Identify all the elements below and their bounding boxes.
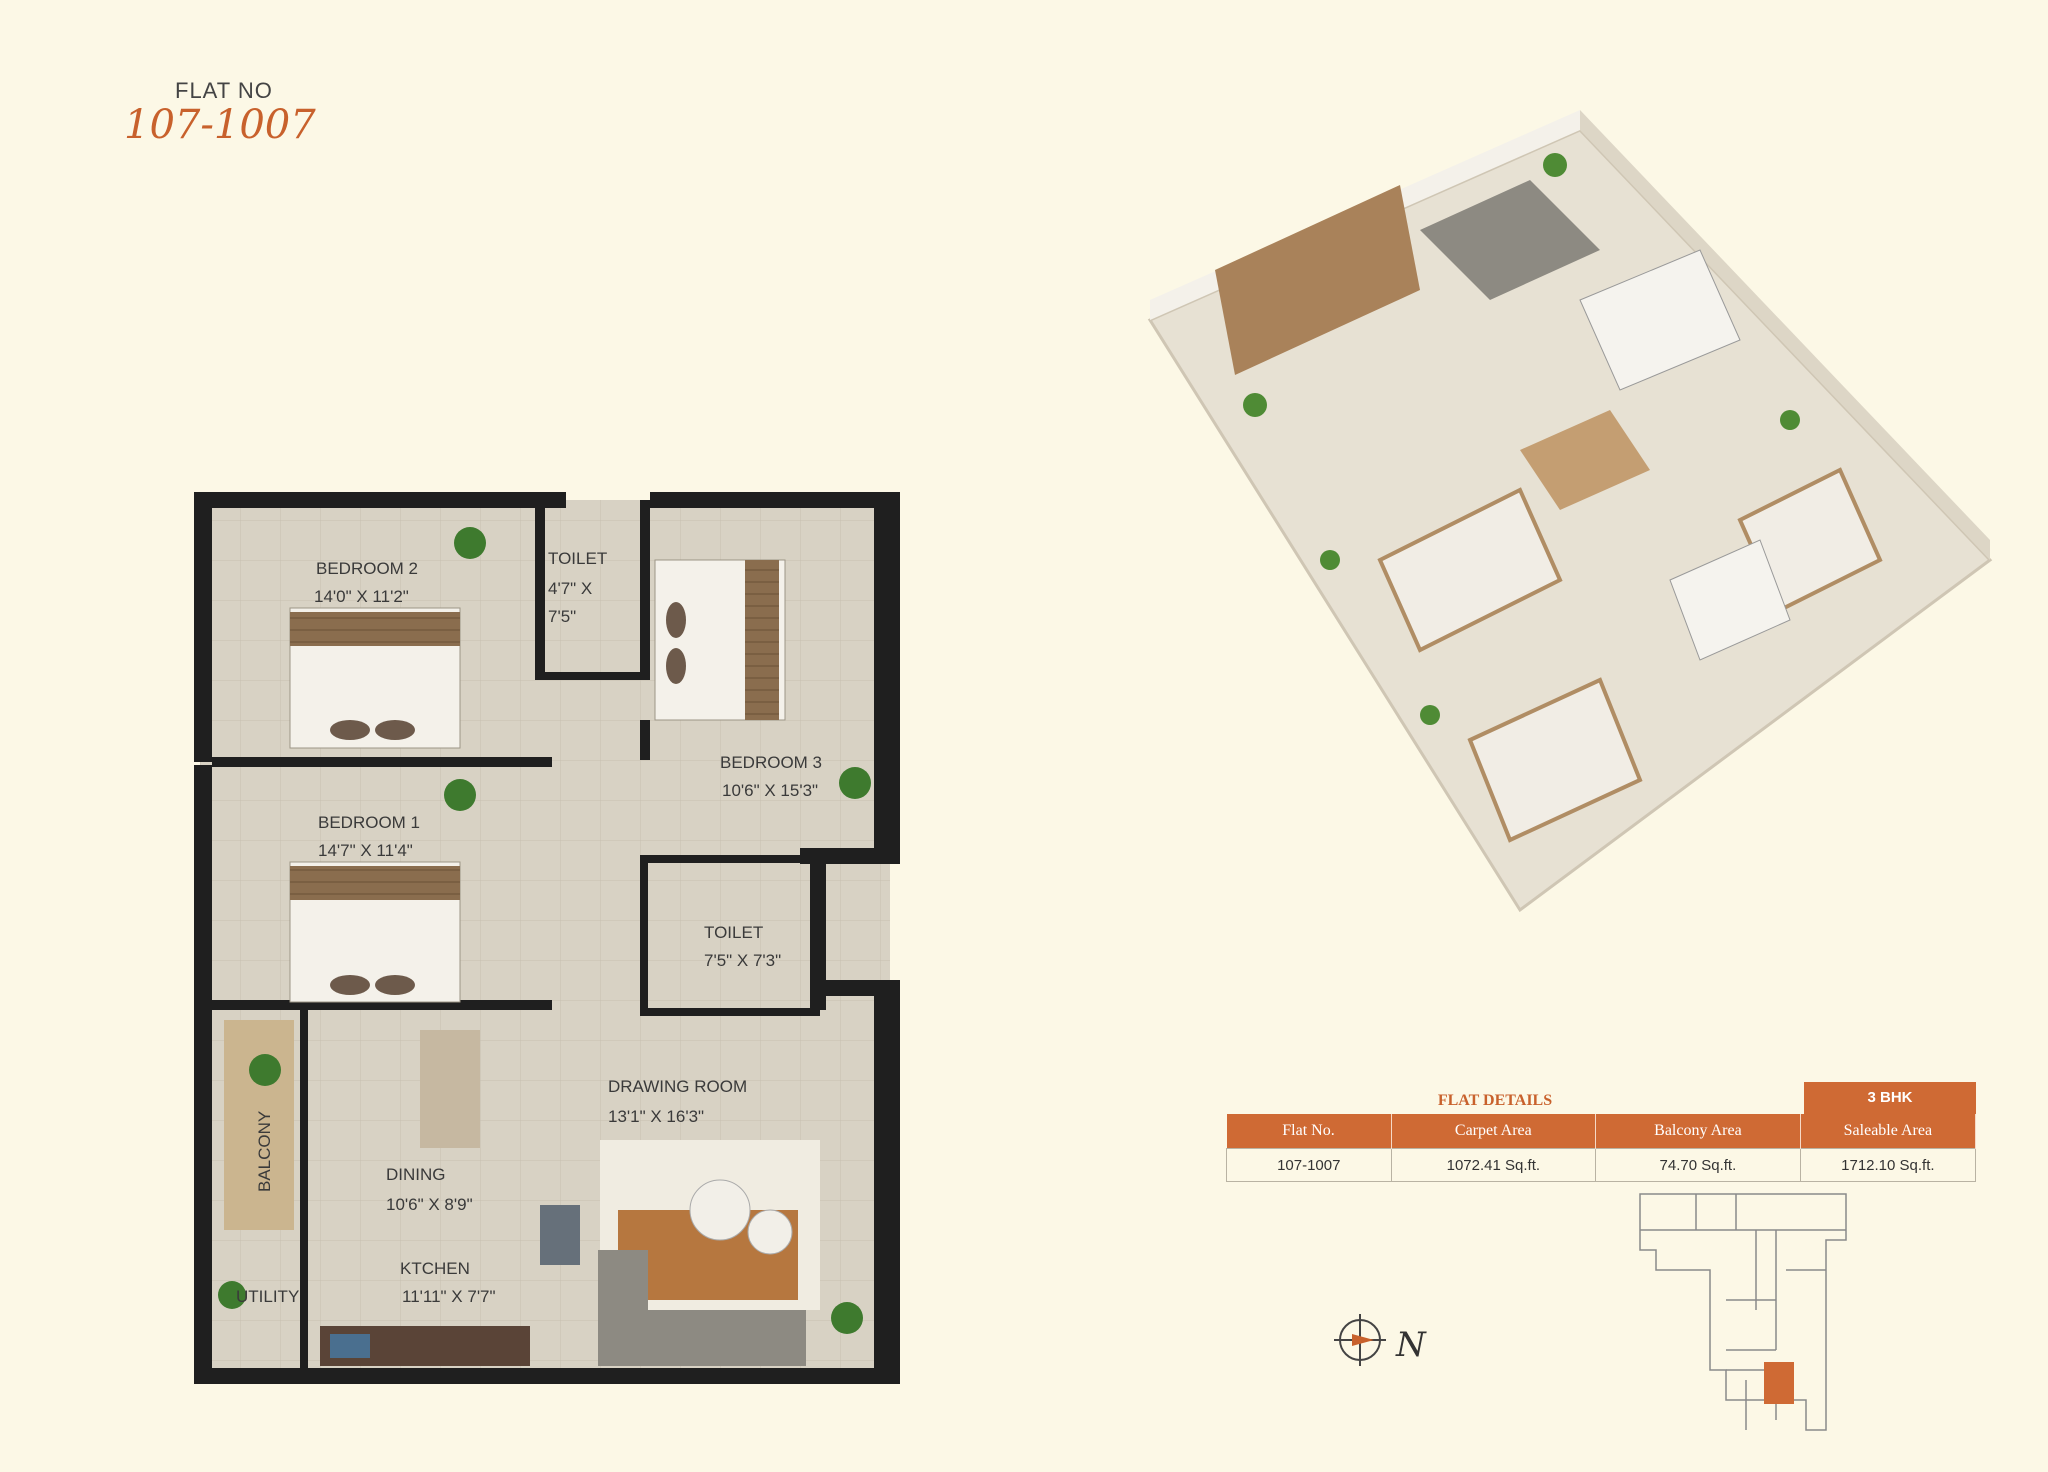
balcony-floor [224,1020,294,1230]
highlighted-unit [1764,1362,1794,1404]
iso-bed2 [1467,677,1643,843]
flat-details-table: Flat No. Carpet Area Balcony Area Saleab… [1226,1114,1977,1182]
room-label-kitchen: KTCHEN [400,1259,470,1278]
room-size-bedroom2: 14'0" X 11'2" [314,587,409,606]
room-labels: BEDROOM 2 14'0" X 11'2" TOILET 4'7" X 7'… [236,549,822,1306]
coffee-table [689,1179,751,1241]
bed-bedroom2 [289,607,461,749]
cell-balcony-area: 74.70 Sq.ft. [1595,1148,1801,1182]
walls [194,492,900,1384]
north-compass-icon: N [1334,1314,1427,1366]
cell-saleable-area: 1712.10 Sq.ft. [1799,1148,1977,1182]
room-label-dining: DINING [386,1165,446,1184]
iso-sofa [1420,180,1600,300]
header-carpet-area: Carpet Area [1391,1114,1597,1149]
iso-bed1 [1377,487,1563,653]
flat-number: 107-1007 [124,102,316,148]
flat-details-title: FLAT DETAILS [1437,1092,1553,1109]
room-size-toilet1-line2: 7'5" [548,607,576,626]
plant-icons [218,527,871,1334]
table-row: 107-1007 1072.41 Sq.ft. 74.70 Sq.ft. 171… [1226,1148,1977,1182]
room-label-bedroom3: BEDROOM 3 [720,753,822,772]
room-label-utility: UTILITY [236,1287,299,1306]
room-size-bedroom3: 10'6" X 15'3" [722,781,818,800]
key-plan [1639,1193,1847,1431]
room-label-drawing: DRAWING ROOM [608,1077,747,1096]
room-label-bedroom2: BEDROOM 2 [316,559,418,578]
iso-plant-icons [1243,153,1800,725]
iso-toilet [1579,249,1741,391]
cell-carpet-area: 1072.41 Sq.ft. [1390,1148,1597,1182]
table-header-row: Flat No. Carpet Area Balcony Area Saleab… [1226,1114,1977,1149]
header-flat-no: Flat No. [1226,1114,1392,1149]
room-size-bedroom1: 14'7" X 11'4" [318,841,413,860]
room-label-toilet1: TOILET [548,549,607,568]
header-balcony-area: Balcony Area [1595,1114,1801,1149]
room-size-toilet2: 7'5" X 7'3" [704,951,781,970]
fridge [540,1205,580,1265]
room-size-drawing: 13'1" X 16'3" [608,1107,704,1126]
dining-table [420,1030,480,1148]
room-size-dining: 10'6" X 8'9" [386,1195,473,1214]
cell-flat-no: 107-1007 [1226,1148,1392,1182]
flat-no-label: FLAT NO [175,78,273,103]
bed-bedroom3 [654,559,786,721]
room-size-toilet1-line1: 4'7" X [548,579,592,598]
room-label-balcony: BALCONY [255,1111,274,1192]
room-size-kitchen: 11'11" X 7'7" [402,1287,496,1306]
compass-label: N [1395,1325,1427,1365]
bed-bedroom1 [289,861,461,1003]
header-saleable-area: Saleable Area [1800,1114,1977,1149]
room-label-bedroom1: BEDROOM 1 [318,813,420,832]
room-label-toilet2: TOILET [704,923,763,942]
iso-wardrobe [1520,410,1650,510]
bhk-badge: 3 BHK [1804,1082,1976,1114]
iso-kitchen [1215,185,1420,375]
